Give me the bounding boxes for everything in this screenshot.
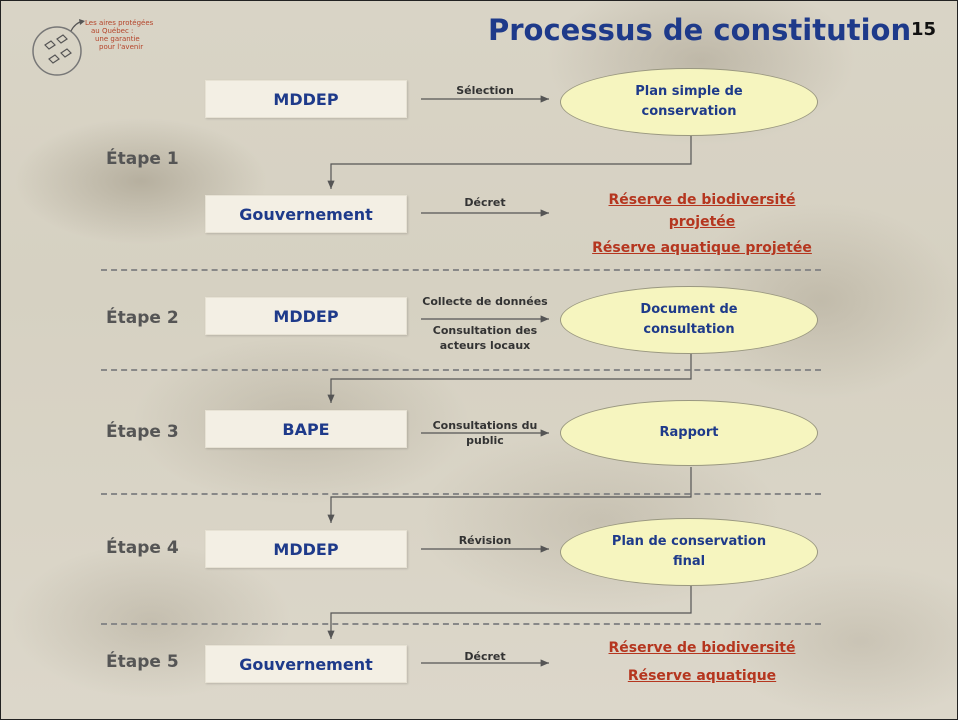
actor-box-gouvernement-2: Gouvernement [205, 645, 407, 683]
stage-label-2: Étape 2 [106, 308, 179, 328]
result-plan-simple-label: Plan simple de conservation [635, 84, 743, 119]
logo-emblem-icon [32, 19, 85, 76]
arrow-label-consultation-acteurs: Consultation des acteurs locaux [432, 324, 538, 352]
arrow-label-collecte: Collecte de données [422, 295, 548, 308]
divider-3 [101, 493, 821, 495]
actor-box-gouvernement-1: Gouvernement [205, 195, 407, 233]
divider-4 [101, 623, 821, 625]
arrow-label-decret-2: Décret [464, 650, 506, 663]
result-plan-final: Plan de conservation final [560, 518, 818, 586]
divider-2 [101, 369, 821, 371]
logo-text-line4: pour l'avenir [99, 43, 144, 51]
stage-label-3: Étape 3 [106, 422, 179, 442]
result-document-consultation-label: Document de consultation [640, 302, 738, 337]
outcome-reserve-biodiversite: Réserve de biodiversité [608, 640, 796, 656]
logo-text-line1: Les aires protégées [85, 19, 154, 27]
connector-2 [327, 351, 692, 403]
arrow-label-decret-1: Décret [464, 196, 506, 209]
arrow-label-selection: Sélection [456, 84, 514, 97]
logo-text-line3: une garantie [95, 35, 140, 43]
actor-box-bape: BAPE [205, 410, 407, 448]
connector-3 [327, 467, 692, 523]
actor-box-mddep-2: MDDEP [205, 297, 407, 335]
logo: Les aires protégées au Québec : une gara… [31, 15, 171, 87]
connector-1 [327, 133, 692, 189]
connector-4 [327, 583, 692, 639]
logo-text-line2: au Québec : [91, 27, 134, 35]
stage-label-1: Étape 1 [106, 149, 179, 169]
outcome-reserve-aquatique: Réserve aquatique [627, 668, 777, 684]
divider-1 [101, 269, 821, 271]
page-number: 15 [911, 19, 937, 40]
result-plan-simple: Plan simple de conservation [560, 68, 818, 136]
outcome-reserve-aquatique-projetee: Réserve aquatique projetée [592, 240, 812, 256]
actor-box-mddep-3: MDDEP [205, 530, 407, 568]
result-document-consultation: Document de consultation [560, 286, 818, 354]
actor-box-mddep-1: MDDEP [205, 80, 407, 118]
outcome-reserve-biodiversite-projetee: Réserve de biodiversité projetée [608, 192, 796, 230]
arrow-label-revision: Révision [458, 534, 512, 547]
stage-label-5: Étape 5 [106, 652, 179, 672]
result-rapport: Rapport [560, 400, 818, 466]
result-plan-final-label: Plan de conservation final [611, 534, 767, 569]
arrow-label-consultations-public: Consultations du public [432, 419, 538, 447]
result-rapport-label: Rapport [659, 425, 719, 440]
stage-label-4: Étape 4 [106, 538, 179, 558]
page-title: Processus de constitution [488, 13, 912, 47]
